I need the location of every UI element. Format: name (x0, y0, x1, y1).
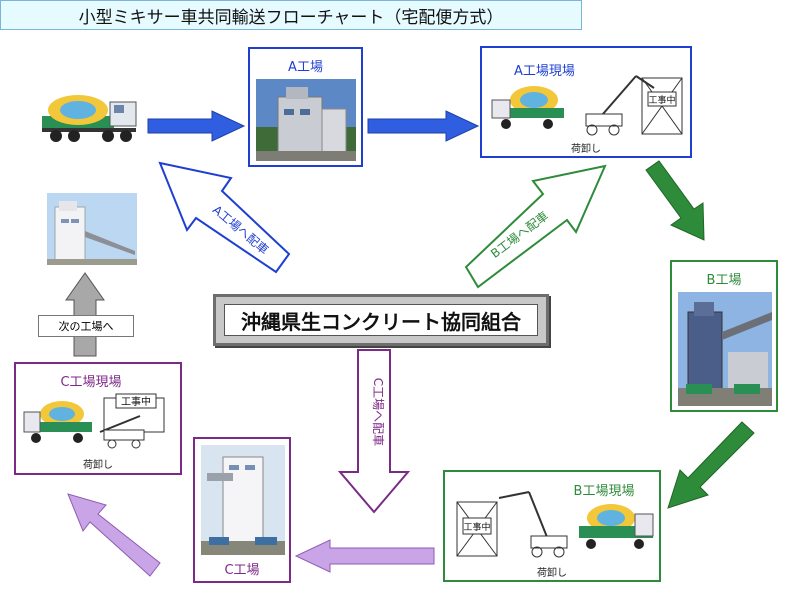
arrow-dispatch-b (464, 164, 607, 289)
node-plant-c: C工場 (193, 437, 291, 583)
arrow-truck-to-plant-a (147, 110, 246, 142)
arrow-plant-a-to-site-a (367, 110, 480, 142)
node-plant-a: A工場 (248, 47, 363, 167)
node-site-b-sub: 荷卸し (537, 568, 567, 579)
site-a-sign: 工事中 (648, 94, 675, 106)
site-c-image: 工事中 (23, 393, 165, 449)
site-a-image: 工事中 (491, 75, 683, 136)
arrow-plant-b-to-site-b (667, 421, 755, 509)
node-plant-b-label: B工場 (706, 273, 742, 288)
node-site-b-label: B工場現場 (573, 484, 635, 499)
chart-title: 小型ミキサー車共同輸送フローチャート（宅配便方式） (0, 0, 582, 30)
node-site-a-label: A工場現場 (513, 64, 575, 79)
mixer-truck-image (40, 92, 140, 144)
node-site-a: A工場現場 工事中 荷卸し (480, 46, 692, 158)
next-plant-image (47, 193, 137, 265)
node-plant-c-label: C工場 (224, 563, 260, 578)
arrow-dispatch-c (337, 349, 411, 514)
node-plant-a-label: A工場 (288, 60, 323, 75)
plant-b-image (678, 292, 772, 406)
plant-c-image (201, 445, 285, 555)
arrow-plant-c-to-site-c (67, 493, 161, 577)
node-site-a-sub: 荷卸し (571, 144, 601, 155)
center-cooperative-box: 沖縄県生コンクリート協同組合 (213, 294, 549, 346)
node-plant-b: B工場 (670, 260, 778, 412)
site-b-sign: 工事中 (463, 521, 490, 533)
node-site-c-sub: 荷卸し (83, 460, 113, 471)
arrow-label-to-c: C工場へ配車 (371, 378, 385, 446)
center-cooperative-label: 沖縄県生コンクリート協同組合 (224, 304, 538, 336)
site-c-sign: 工事中 (121, 395, 151, 408)
next-plant-label: 次の工場へ (38, 315, 134, 337)
plant-a-image (256, 79, 356, 161)
site-b-image: 工事中 (456, 491, 654, 558)
arrow-site-a-to-plant-b (645, 160, 705, 241)
node-site-c: C工場現場 工事中 荷卸し (14, 362, 182, 475)
node-site-c-label: C工場現場 (60, 375, 122, 390)
arrow-dispatch-a (158, 161, 291, 274)
arrow-site-b-to-plant-c (294, 539, 435, 573)
node-site-b: B工場現場 工事中 荷卸し (443, 470, 661, 582)
